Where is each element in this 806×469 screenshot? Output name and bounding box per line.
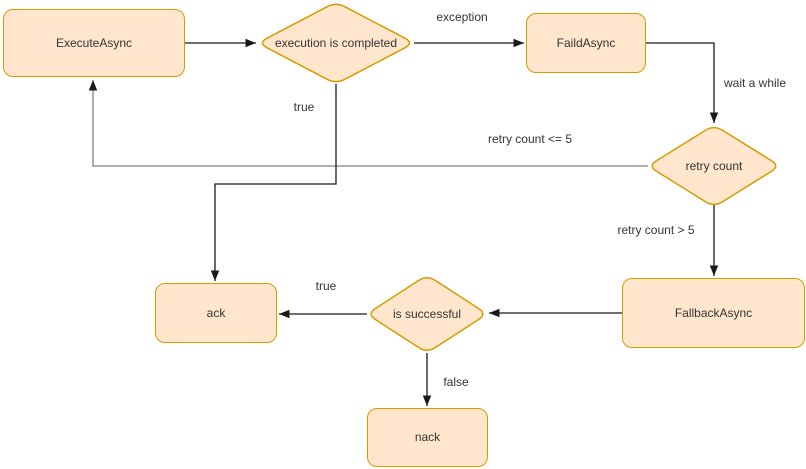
- node-label: ExecuteAsync: [55, 35, 133, 50]
- diamond-shape: [370, 276, 484, 352]
- node-label: FallbackAsync: [674, 305, 753, 320]
- edge-label-wait-a-while: wait a while: [721, 76, 789, 90]
- node-label: ack: [206, 305, 226, 320]
- node-label: nack: [414, 430, 441, 445]
- edge-label-exception: exception: [434, 10, 490, 24]
- edge-label-false-successful: false: [441, 375, 471, 389]
- edge-label-retry-count-le-5: retry count <= 5: [485, 132, 575, 146]
- decision-execution-is-completed: execution is completed: [257, 1, 415, 85]
- edge-label-true-successful: true: [313, 279, 339, 293]
- edge-faild-to-retry: [646, 42, 719, 123]
- node-ack: ack: [155, 283, 277, 343]
- node-nack: nack: [367, 408, 488, 467]
- edge-label-retry-count-gt-5: retry count > 5: [615, 223, 697, 237]
- diamond-shape: [651, 126, 777, 206]
- node-execute-async: ExecuteAsync: [3, 9, 185, 77]
- node-label: retry count: [685, 158, 743, 173]
- decision-is-successful: is successful: [366, 274, 488, 354]
- node-label: execution is completed: [274, 35, 398, 50]
- node-faild-async: FaildAsync: [526, 13, 646, 73]
- node-label: is successful: [392, 306, 462, 321]
- edge-completed-to-ack: [210, 84, 337, 281]
- edge-retry-to-execute: [88, 80, 648, 167]
- node-label: FaildAsync: [556, 35, 616, 50]
- decision-retry-count: retry count: [647, 124, 781, 208]
- node-fallback-async: FallbackAsync: [622, 278, 805, 348]
- diamond-shape: [261, 3, 411, 83]
- edge-label-true-completed: true: [291, 100, 317, 114]
